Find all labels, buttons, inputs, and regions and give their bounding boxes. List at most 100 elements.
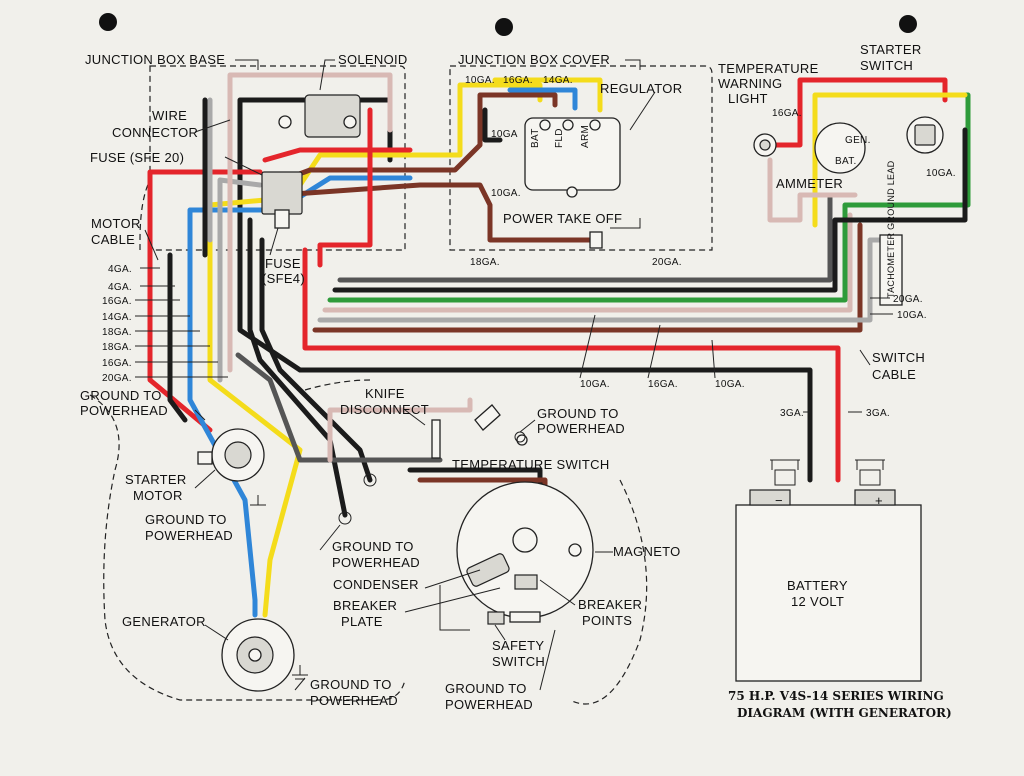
blue-wire-fld <box>507 87 578 111</box>
yellow-wire-arm <box>492 77 603 113</box>
punch-hole-center <box>495 18 513 36</box>
magneto-base <box>509 611 541 623</box>
fuse-sfe20-label: FUSE (SFE 20) <box>90 150 184 165</box>
condenser <box>466 553 510 587</box>
brown-wire-pto <box>277 182 603 243</box>
motor-cable-label-2: CABLE <box>91 232 135 247</box>
diagram-title-line1: 75 H.P. V4S-14 SERIES WIRING <box>728 689 944 703</box>
tachometer-ground-lead <box>879 234 903 306</box>
gauge-16ga-cover: 16GA. <box>503 75 533 86</box>
leader-power-take-off <box>610 218 641 229</box>
switch-cable-label-2: CABLE <box>872 367 916 382</box>
gauge-18ga-mid: 18GA. <box>470 257 500 268</box>
leader-solenoid <box>319 59 335 91</box>
leader-ground-2 <box>519 419 536 433</box>
knife-disconnect <box>431 419 441 459</box>
ground-powerhead-2-line2: POWERHEAD <box>537 421 625 436</box>
leader-wire-connector <box>194 119 231 133</box>
gauge-20ga-right: 20GA. <box>893 294 923 305</box>
leader-fuse-sfe4 <box>269 227 279 256</box>
leader-breaker-points <box>539 579 576 606</box>
leader-knife <box>404 409 426 426</box>
left-gauge-1: 4GA. <box>108 282 132 293</box>
battery-plus-label: + <box>875 493 883 508</box>
brown-wire-bundle <box>312 222 863 333</box>
power-take-off-terminal <box>589 231 603 249</box>
battery-negative-clamp <box>770 459 800 486</box>
green-wire-bundle <box>327 92 971 303</box>
temperature-warning-label-3: LIGHT <box>728 91 768 106</box>
temperature-warning-label-2: WARNING <box>718 76 782 91</box>
leader-ground-3 <box>319 524 341 551</box>
black-wire-regulator <box>482 107 503 143</box>
power-take-off-label: POWER TAKE OFF <box>503 211 622 226</box>
gauge-20ga-mid: 20GA. <box>652 257 682 268</box>
regulator-terminal-bat <box>539 119 551 131</box>
gauge-16ga-light: 16GA. <box>772 108 802 119</box>
regulator-mount-screw <box>566 186 578 198</box>
gauge-10ga-cover: 10GA. <box>465 75 495 86</box>
battery-negative-post <box>749 489 791 506</box>
magneto-cam <box>512 527 538 553</box>
darkgray-wire-knife <box>235 352 443 463</box>
regulator-fld-label: FLD <box>554 128 565 148</box>
starter-motor-label-1: STARTER <box>125 472 187 487</box>
magneto-label: MAGNETO <box>613 544 681 559</box>
darkgray-wire-bundle <box>337 192 833 283</box>
junction-box-base-outline <box>149 65 406 251</box>
ground-powerhead-4-line2: POWERHEAD <box>332 555 420 570</box>
black-wire-bundle <box>332 127 968 293</box>
battery-positive-post <box>854 489 896 506</box>
fuse-block <box>261 171 303 215</box>
leader-starter-motor <box>194 469 216 489</box>
breaker-plate-label-2: PLATE <box>341 614 383 629</box>
starter-motor-gear <box>224 441 252 469</box>
wire-connector-label-1: WIRE <box>152 108 187 123</box>
leader-junction-box-cover <box>625 59 641 70</box>
harness-outline <box>304 379 371 391</box>
generator-ground-icon <box>292 665 308 680</box>
red-wire-jb2 <box>317 107 373 268</box>
red-wire-ammeter <box>762 77 948 148</box>
starter-switch-label-1: STARTER <box>860 42 922 57</box>
leader-junction-box-base <box>235 59 259 70</box>
ammeter-label: AMMETER <box>776 176 843 191</box>
gauge-10ga-bottom-2: 10GA. <box>715 379 745 390</box>
fuse-sfe4-label-1: FUSE <box>265 256 301 271</box>
temperature-switch <box>474 404 501 431</box>
ground-powerhead-6-line2: POWERHEAD <box>445 697 533 712</box>
generator-label: GENERATOR <box>122 614 206 629</box>
left-gauge-6: 16GA. <box>102 358 132 369</box>
ground-powerhead-1-line1: GROUND TO <box>80 388 162 403</box>
battery-label-2: 12 VOLT <box>791 594 844 609</box>
ammeter-bat-label: BAT. <box>835 156 857 167</box>
left-gauge-3: 14GA. <box>102 312 132 323</box>
motor-cable-label-1: MOTOR <box>91 216 141 231</box>
solenoid-label: SOLENOID <box>338 52 408 67</box>
ground-powerhead-4-line1: GROUND TO <box>332 539 414 554</box>
generator-shaft <box>248 648 262 662</box>
leader-motor-cable <box>144 229 159 261</box>
gauge-16ga-bottom: 16GA. <box>648 379 678 390</box>
battery-positive-clamp <box>855 459 885 486</box>
punch-hole-left <box>99 13 117 31</box>
battery-body <box>735 504 922 682</box>
regulator-arm-label: ARM <box>580 125 591 148</box>
junction-box-base-label: JUNCTION BOX BASE <box>85 52 225 67</box>
breaker-points <box>514 574 538 590</box>
left-gauge-7: 20GA. <box>102 373 132 384</box>
ground-powerhead-5-line1: GROUND TO <box>310 677 392 692</box>
ground-powerhead-6-line1: GROUND TO <box>445 681 527 696</box>
left-gauge-list: 4GA. 4GA. 16GA. 14GA. 18GA. 18GA. 16GA. … <box>102 264 132 384</box>
regulator-terminal-fld <box>562 119 574 131</box>
starter-motor-terminal <box>197 451 213 465</box>
ground-terminal-1 <box>338 511 352 525</box>
left-gauge-leaders <box>135 267 228 378</box>
pink-wire-temp <box>327 397 473 463</box>
knife-disconnect-label-2: DISCONNECT <box>340 402 429 417</box>
condenser-label: CONDENSER <box>333 577 419 592</box>
battery-minus-label: − <box>775 493 783 508</box>
yellow-wire-regulator <box>262 82 543 203</box>
leader-regulator <box>629 91 656 131</box>
starter-switch-label-2: SWITCH <box>860 58 913 73</box>
